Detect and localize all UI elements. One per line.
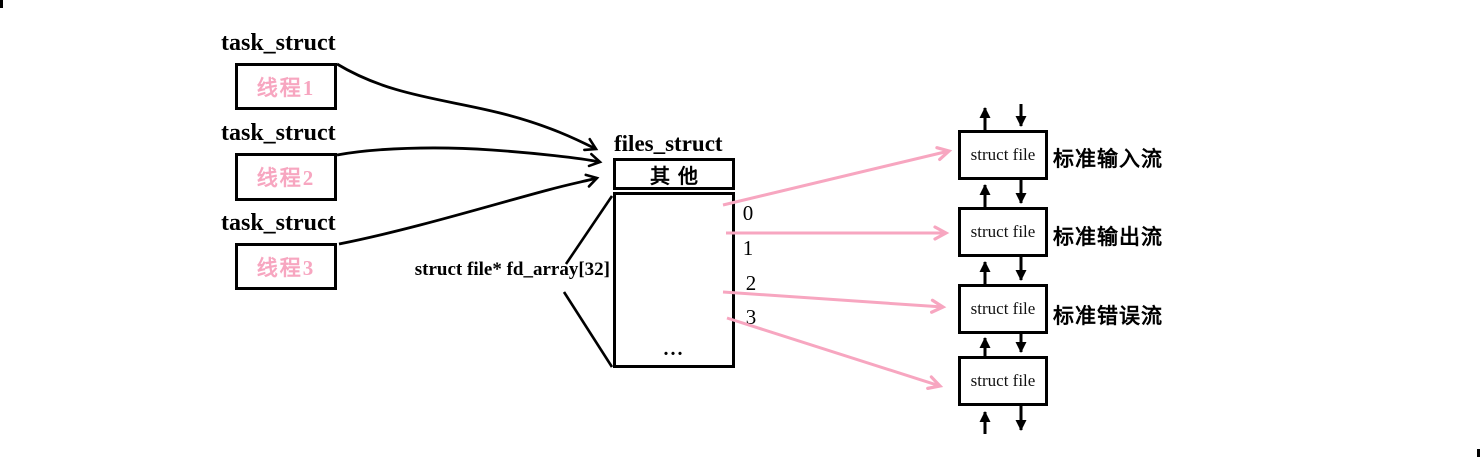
thread-label-3: 线程3 — [256, 255, 316, 280]
fd-array-bracket-line-bottom — [562, 291, 614, 368]
stream-label-stdout: 标准输出流 — [1053, 225, 1163, 249]
thread-box-2: 线程2 — [235, 153, 337, 201]
corner-mark-bottom-right — [1477, 449, 1480, 457]
fd-index-0: 0 — [742, 201, 754, 225]
files-struct-header-label: 其他 — [650, 165, 706, 188]
corner-mark-top-left — [0, 0, 3, 8]
thread-label-2: 线程2 — [256, 166, 316, 190]
task-struct-title-3: task_struct — [221, 210, 336, 236]
pointer-curve-thread3-to-files-struct — [338, 173, 600, 246]
fd-index-2: 2 — [745, 271, 757, 295]
files-struct-header-cell: 其他 — [613, 158, 735, 190]
thread-box-1: 线程1 — [235, 63, 337, 110]
struct-file-label-stdout: struct file — [970, 222, 1036, 241]
fd-array-bracket-line-top — [564, 195, 614, 265]
pointer-fd0-to-stdin — [722, 146, 953, 207]
thread-box-3: 线程3 — [235, 243, 337, 290]
stream-label-stderr: 标准错误流 — [1053, 304, 1163, 328]
fd-array-table: ... — [613, 192, 735, 368]
fd-array-annotation: struct file* fd_array[32] — [414, 259, 610, 280]
struct-file-label-extra: struct file — [970, 371, 1036, 390]
fd-index-1: 1 — [742, 236, 754, 260]
stream-label-stdin: 标准输入流 — [1053, 147, 1163, 171]
pointer-curve-thread2-to-files-struct — [336, 146, 603, 168]
thread-label-1: 线程1 — [256, 75, 316, 100]
struct-file-label-stderr: struct file — [970, 299, 1036, 318]
struct-file-box-extra: struct file — [958, 356, 1048, 406]
fd-ellipsis-label: ... — [663, 337, 685, 360]
struct-file-box-stderr: struct file — [958, 284, 1048, 334]
struct-file-box-stdin: struct file — [958, 130, 1048, 180]
task-struct-title-1: task_struct — [221, 30, 336, 56]
pointer-curve-thread1-to-files-struct — [336, 62, 599, 152]
fd-index-3: 3 — [745, 305, 757, 329]
task-struct-title-2: task_struct — [221, 120, 336, 146]
files-struct-title: files_struct — [614, 131, 723, 156]
struct-file-label-stdin: struct file — [970, 145, 1036, 164]
fd-cell-ellipsis: ... — [664, 333, 685, 365]
struct-file-box-stdout: struct file — [958, 207, 1048, 257]
